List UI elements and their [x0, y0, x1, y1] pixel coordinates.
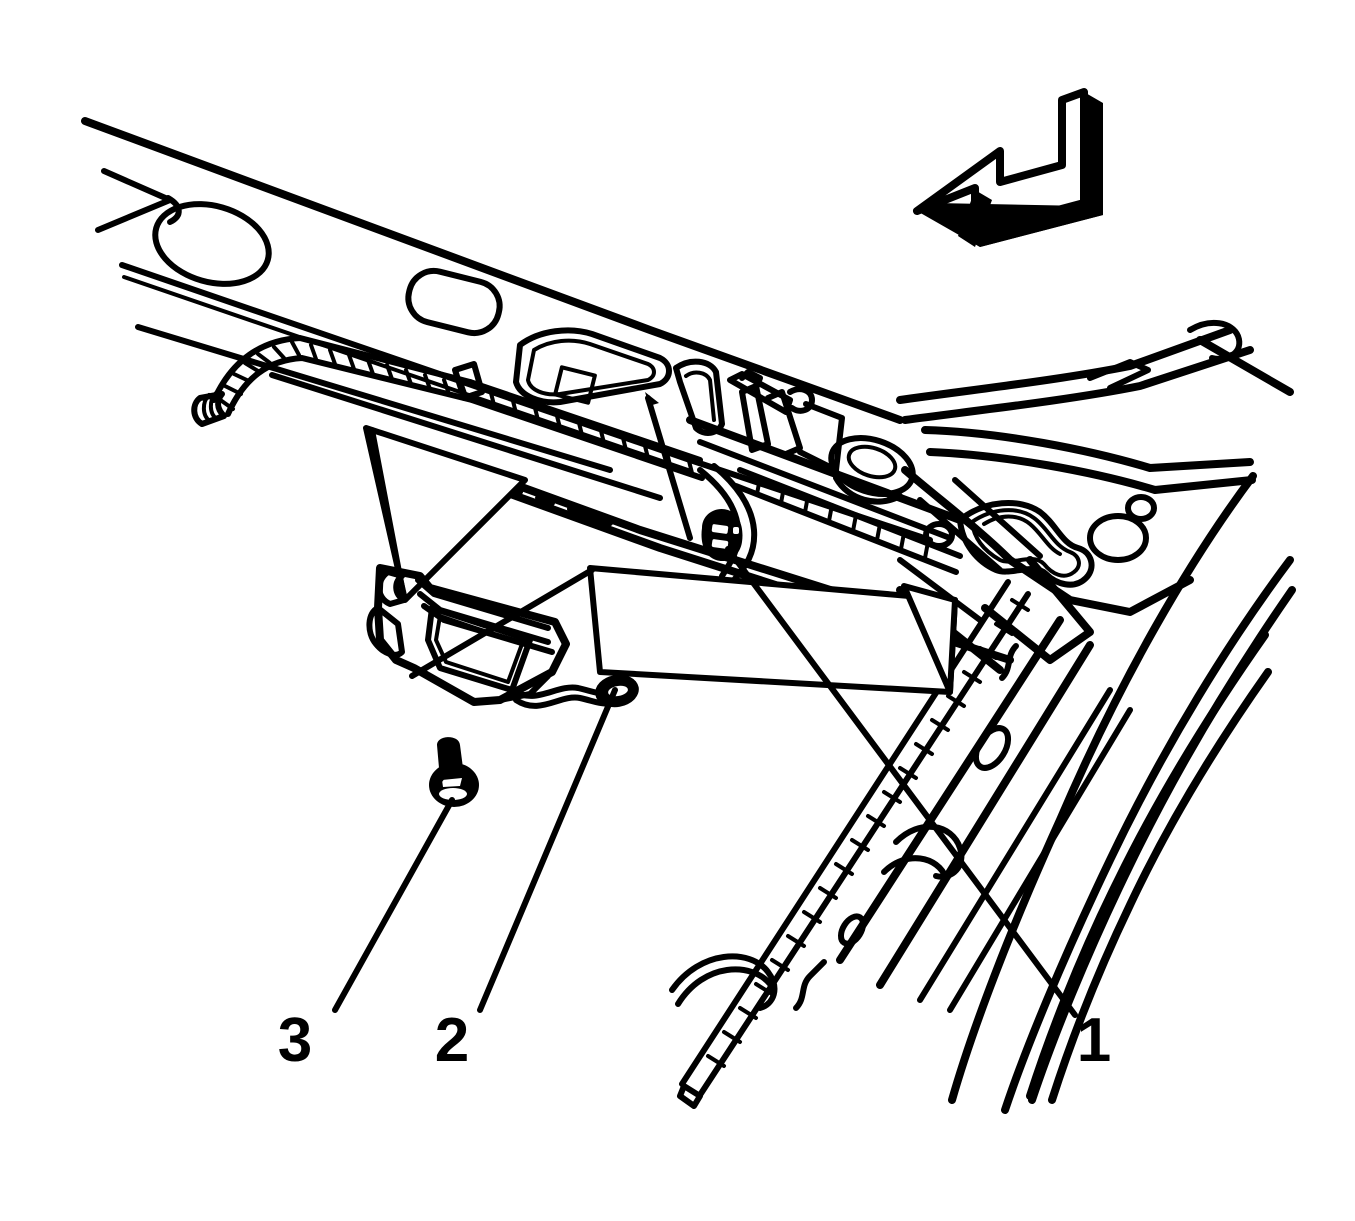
harness-end-cap	[191, 391, 227, 427]
right-body-structure	[896, 319, 1294, 674]
oval-hole-small	[405, 267, 503, 337]
leader-lines	[332, 392, 1078, 1018]
ground-bolt	[429, 737, 479, 807]
leader-line-3	[332, 797, 455, 1013]
callout-labels: 3 2 1	[278, 1006, 1111, 1075]
view-direction-arrow	[913, 88, 1103, 247]
roof-emboss-features	[513, 327, 964, 575]
callout-number-2: 2	[435, 1006, 469, 1075]
wiring-harness-ribbed	[191, 335, 705, 481]
retainer-bracket	[366, 564, 570, 706]
oval-hole-large	[152, 201, 272, 287]
mask-region-right	[901, 583, 958, 695]
leader-line-1	[725, 546, 1078, 1018]
callout-number-3: 3	[278, 1006, 312, 1075]
windshield-pillar-contours	[948, 472, 1296, 1114]
pillar-weatherstrip	[669, 579, 1133, 1109]
callout-number-1: 1	[1077, 1006, 1111, 1075]
leader-line-2	[477, 687, 618, 1013]
harness-clip	[701, 508, 743, 562]
